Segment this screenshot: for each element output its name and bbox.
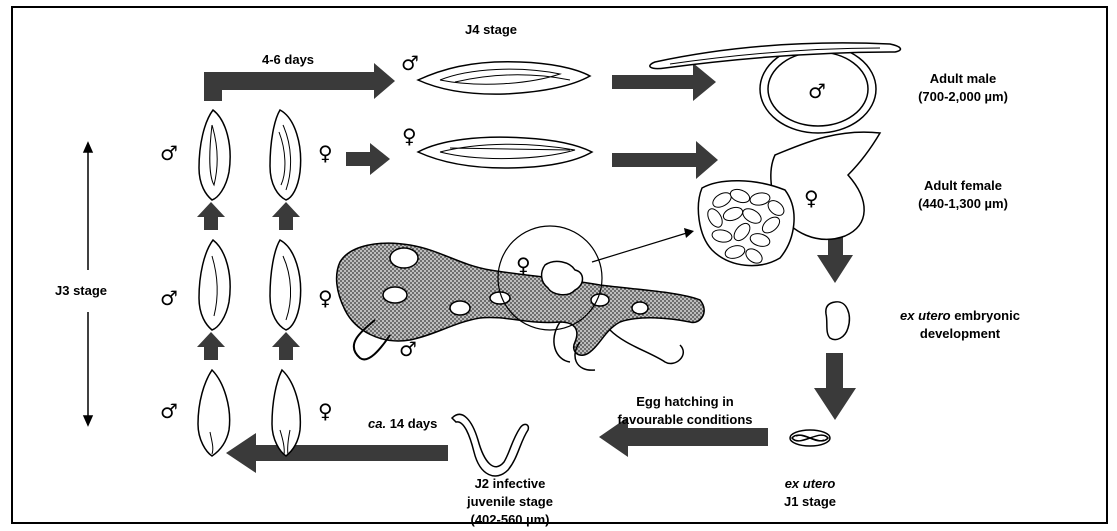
embryonic-development-line2: development xyxy=(870,325,1050,343)
female-symbol: ♀ xyxy=(804,186,819,210)
female-symbol: ♀ xyxy=(318,286,333,310)
ca-14-days-label: ca. 14 days xyxy=(368,415,437,433)
male-symbol: ♂ xyxy=(160,141,178,165)
adult-female-label: Adult female (440-1,300 µm) xyxy=(908,177,1018,213)
j3-male-top xyxy=(199,110,230,200)
arrow-j3-to-j4-female xyxy=(346,143,390,175)
j4-male xyxy=(418,62,590,94)
j2-line3: (402-560 µm) xyxy=(440,511,580,529)
egg-hatching-line2: favourable conditions xyxy=(610,411,760,429)
adult-female-size: (440-1,300 µm) xyxy=(908,195,1018,213)
embryonic-development-label: ex utero embryonic development xyxy=(870,307,1050,343)
j1-coiled-juvenile xyxy=(790,430,830,446)
j3-male-bottom xyxy=(198,370,230,456)
j3-female-bottom xyxy=(272,370,300,456)
j4-juveniles xyxy=(418,62,592,168)
j2-stage-label: J2 infective juvenile stage (402-560 µm) xyxy=(440,475,580,529)
j4-stage-label: J4 stage xyxy=(465,21,517,39)
male-symbol: ♂ xyxy=(808,79,826,103)
female-symbol: ♀ xyxy=(516,253,531,277)
ca-italic: ca. xyxy=(368,416,386,431)
j1-ex-utero: ex utero xyxy=(785,476,836,491)
j2-line1: J2 infective xyxy=(440,475,580,493)
arrow-egg-to-j1 xyxy=(814,353,856,420)
arrow-j2-to-j3 xyxy=(226,433,448,473)
j3-stage-label: J3 stage xyxy=(55,282,107,300)
egg xyxy=(826,302,850,340)
j3-male-mid xyxy=(199,240,230,330)
j1-stage-text: J1 stage xyxy=(765,493,855,511)
j3-juveniles xyxy=(198,110,301,456)
j2-juvenile xyxy=(452,414,528,476)
j3-female-top xyxy=(270,110,301,200)
male-symbol: ♂ xyxy=(401,51,419,75)
adult-male-title: Adult male xyxy=(908,70,1018,88)
embryonic-ex-utero: ex utero xyxy=(900,308,951,323)
egg-hatching-line1: Egg hatching in xyxy=(610,393,760,411)
arrow-j4-to-adult-female xyxy=(612,141,718,179)
male-symbol: ♂ xyxy=(399,337,417,361)
arrow-up-male-bottom xyxy=(197,332,225,360)
arrow-up-female-bottom xyxy=(272,332,300,360)
j2-line2: juvenile stage xyxy=(440,493,580,511)
male-symbol: ♂ xyxy=(160,399,178,423)
arrow-up-male-top xyxy=(197,202,225,230)
adult-female xyxy=(698,132,880,266)
female-symbol: ♀ xyxy=(318,399,333,423)
female-symbol: ♀ xyxy=(318,141,333,165)
j1-stage-label: ex utero J1 stage xyxy=(765,475,855,511)
female-symbol: ♀ xyxy=(402,124,417,148)
days-text: 14 days xyxy=(386,416,437,431)
j3-female-mid xyxy=(270,240,301,330)
duration-4-6-days-label: 4-6 days xyxy=(262,51,314,69)
male-symbol: ♂ xyxy=(160,286,178,310)
arrow-up-female-top xyxy=(272,202,300,230)
infected-root xyxy=(337,226,705,370)
embryonic-text: embryonic xyxy=(951,308,1020,323)
egg-hatching-label: Egg hatching in favourable conditions xyxy=(610,393,760,429)
adult-male-label: Adult male (700-2,000 µm) xyxy=(908,70,1018,106)
adult-female-title: Adult female xyxy=(908,177,1018,195)
adult-male-size: (700-2,000 µm) xyxy=(908,88,1018,106)
